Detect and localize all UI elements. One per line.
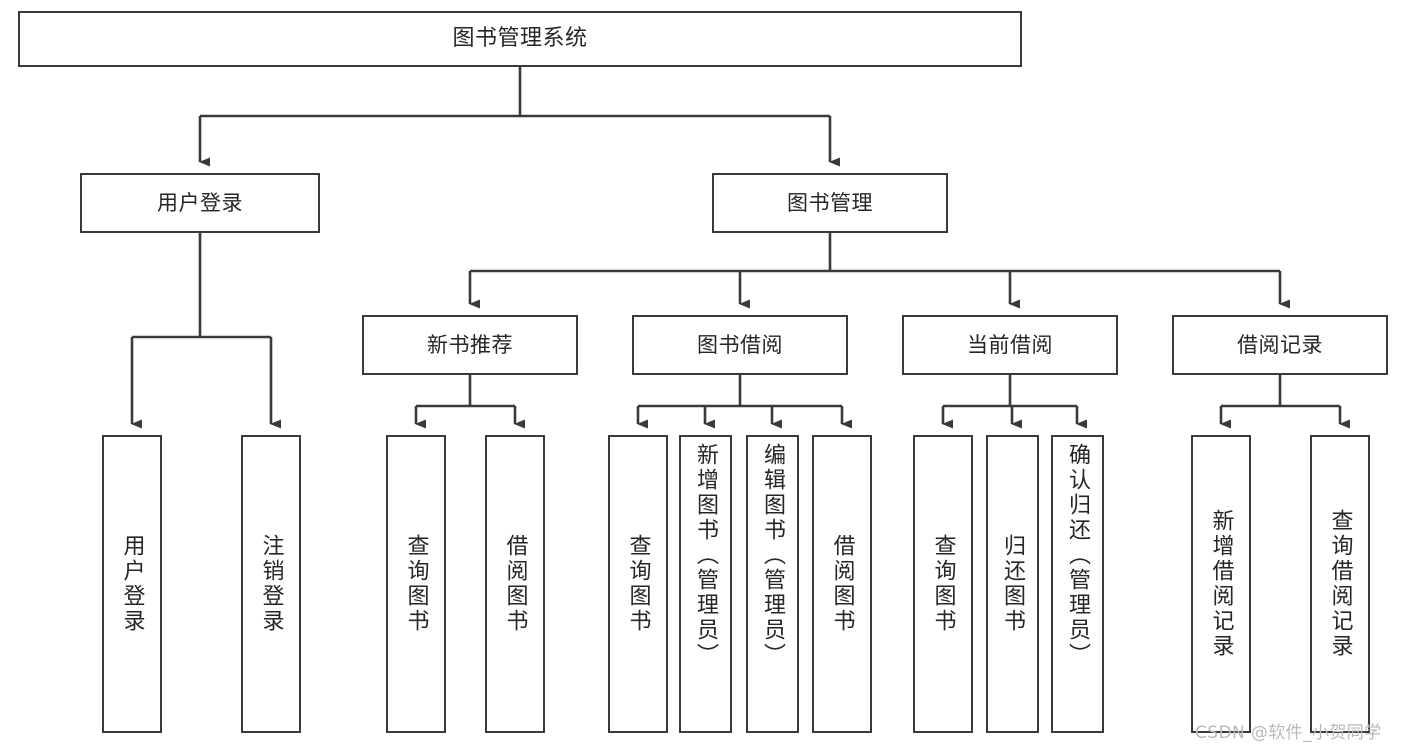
node-root-book-management-system[interactable]: 图书管理系统: [18, 11, 1022, 67]
leaf-node-borrow-books[interactable]: 借阅图书: [812, 435, 872, 733]
node-label: 归还图书: [1000, 534, 1026, 634]
leaf-node-query-borrow-record[interactable]: 查询借阅记录: [1310, 435, 1370, 733]
leaf-node-confirm-return-admin[interactable]: 确认归还（管理员）: [1051, 435, 1104, 733]
node-label: 借阅记录: [1237, 332, 1323, 357]
leaf-node-add-book-admin[interactable]: 新增图书（管理员）: [679, 435, 732, 733]
node-label: 用户登录: [157, 190, 243, 215]
node-label: 借阅图书: [829, 534, 855, 634]
node-label: 当前借阅: [967, 332, 1053, 357]
leaf-node-query-books-recommend[interactable]: 查询图书: [386, 435, 446, 733]
node-label: 查询借阅记录: [1327, 509, 1353, 659]
node-label: 查询图书: [403, 534, 429, 634]
leaf-node-add-borrow-record[interactable]: 新增借阅记录: [1191, 435, 1251, 733]
node-new-book-recommendation[interactable]: 新书推荐: [362, 315, 578, 375]
leaf-node-logout[interactable]: 注销登录: [241, 435, 301, 733]
node-label: 借阅图书: [502, 534, 528, 634]
leaf-node-edit-book-admin[interactable]: 编辑图书（管理员）: [746, 435, 799, 733]
csdn-watermark: CSDN @软件_小贺同学: [1195, 723, 1382, 743]
leaf-node-user-login[interactable]: 用户登录: [102, 435, 162, 733]
leaf-node-borrow-books-recommend[interactable]: 借阅图书: [485, 435, 545, 733]
node-label: 新增图书（管理员）: [693, 443, 719, 668]
node-book-borrowing[interactable]: 图书借阅: [632, 315, 848, 375]
leaf-node-return-books[interactable]: 归还图书: [986, 435, 1039, 733]
node-label: 图书借阅: [697, 332, 783, 357]
node-label: 图书管理系统: [452, 26, 588, 52]
leaf-node-query-books-borrowing[interactable]: 查询图书: [608, 435, 668, 733]
node-label: 确认归还（管理员）: [1065, 443, 1091, 668]
node-current-borrowing[interactable]: 当前借阅: [902, 315, 1118, 375]
node-label: 新书推荐: [427, 332, 513, 357]
node-label: 编辑图书（管理员）: [760, 443, 786, 668]
node-label: 查询图书: [625, 534, 651, 634]
node-book-management[interactable]: 图书管理: [712, 173, 948, 233]
node-user-login[interactable]: 用户登录: [80, 173, 320, 233]
node-label: 新增借阅记录: [1208, 509, 1234, 659]
node-label: 用户登录: [119, 534, 145, 634]
node-label: 图书管理: [787, 190, 873, 215]
leaf-node-query-books-current[interactable]: 查询图书: [913, 435, 973, 733]
node-label: 查询图书: [930, 534, 956, 634]
node-label: 注销登录: [258, 534, 284, 634]
node-borrow-records[interactable]: 借阅记录: [1172, 315, 1388, 375]
